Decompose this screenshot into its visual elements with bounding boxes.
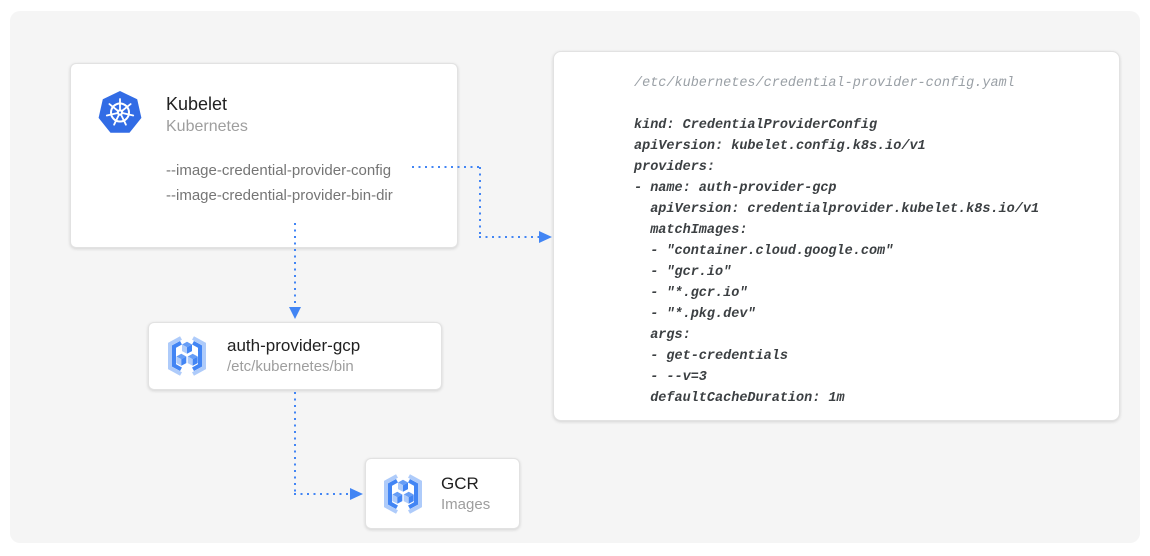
kubelet-subtitle: Kubernetes [166,118,248,135]
credential-provider-config-card: /etc/kubernetes/credential-provider-conf… [553,51,1120,421]
connector-auth-to-gcr-segment-1 [294,392,296,493]
connector-config-flag-segment-2 [479,167,481,237]
kubelet-title: Kubelet [166,94,228,114]
connector-kubelet-to-auth-segment [294,223,296,308]
connector-config-flag-segment-3 [479,236,539,238]
arrowhead-to-config-card [539,231,552,243]
gcr-title: GCR [441,473,479,493]
gcr-subtitle: Images [441,495,491,513]
gcr-node-card: GCR Images [365,458,520,529]
kubelet-flag-provider-config: --image-credential-provider-config [166,162,392,179]
auth-provider-subtitle: /etc/kubernetes/bin [227,358,354,375]
config-file-path: /etc/kubernetes/credential-provider-conf… [634,76,1015,91]
arrowhead-to-gcr [350,488,363,500]
connector-auth-to-gcr-segment-2 [294,493,350,495]
config-yaml-code: kind: CredentialProviderConfig apiVersio… [634,118,1040,406]
kubelet-flag-provider-bin-dir: --image-credential-provider-bin-dir [166,187,393,204]
connector-config-flag-segment-1 [412,166,481,168]
kubernetes-logo-icon [96,89,144,137]
container-registry-icon [379,470,427,518]
diagram-background: Kubelet Kubernetes --image-credential-pr… [10,11,1140,543]
auth-provider-title: auth-provider-gcp [227,336,361,355]
container-registry-icon [163,332,211,380]
kubelet-node-header: Kubelet Kubernetes [96,89,457,138]
auth-provider-node-card: auth-provider-gcp /etc/kubernetes/bin [148,322,442,390]
kubelet-flag-list: --image-credential-provider-config --ima… [166,158,457,208]
arrowhead-to-auth-provider [289,307,301,319]
kubelet-node-card: Kubelet Kubernetes --image-credential-pr… [70,63,458,248]
